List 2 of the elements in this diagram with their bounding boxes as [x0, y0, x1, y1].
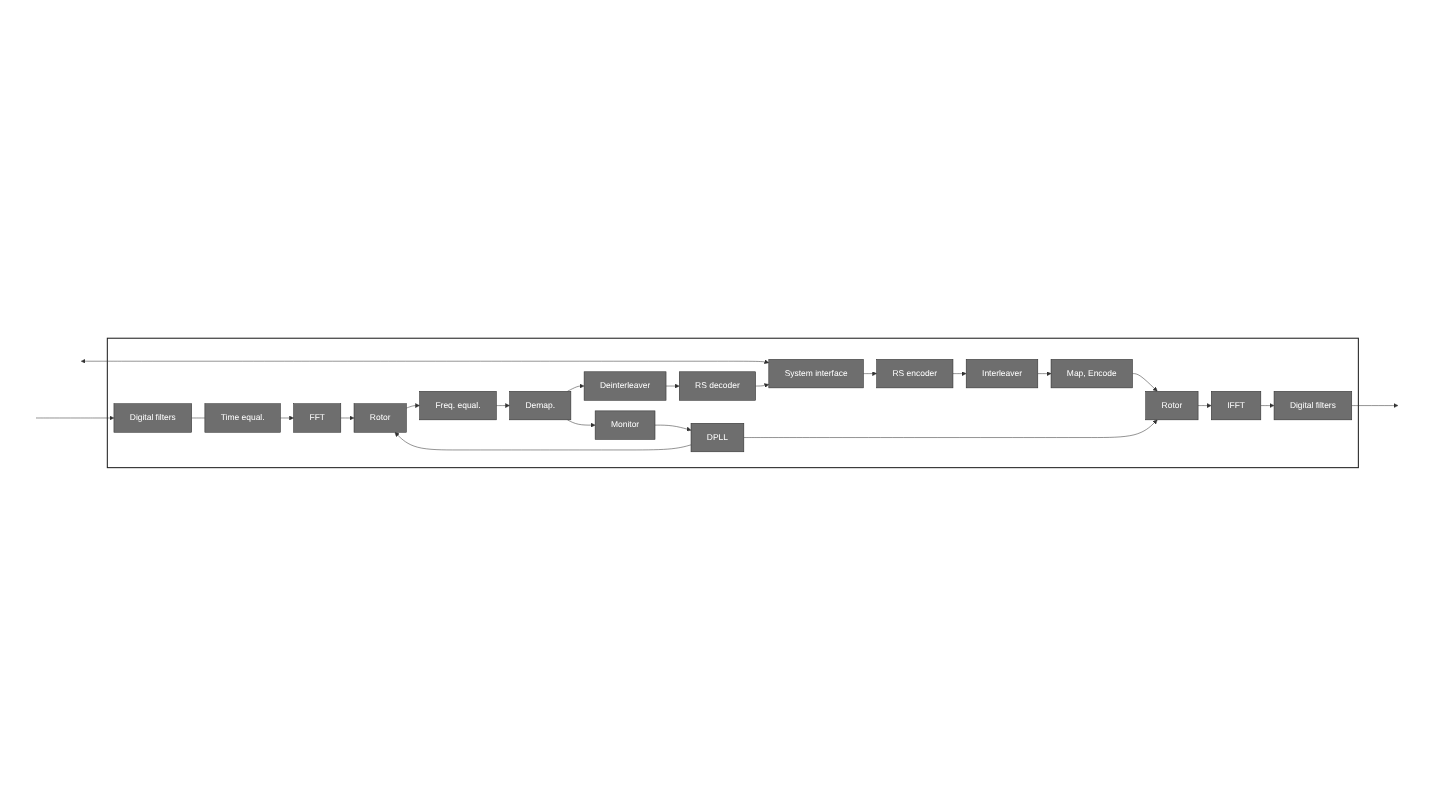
arrow [80, 357, 769, 364]
cluster [106, 336, 1359, 468]
